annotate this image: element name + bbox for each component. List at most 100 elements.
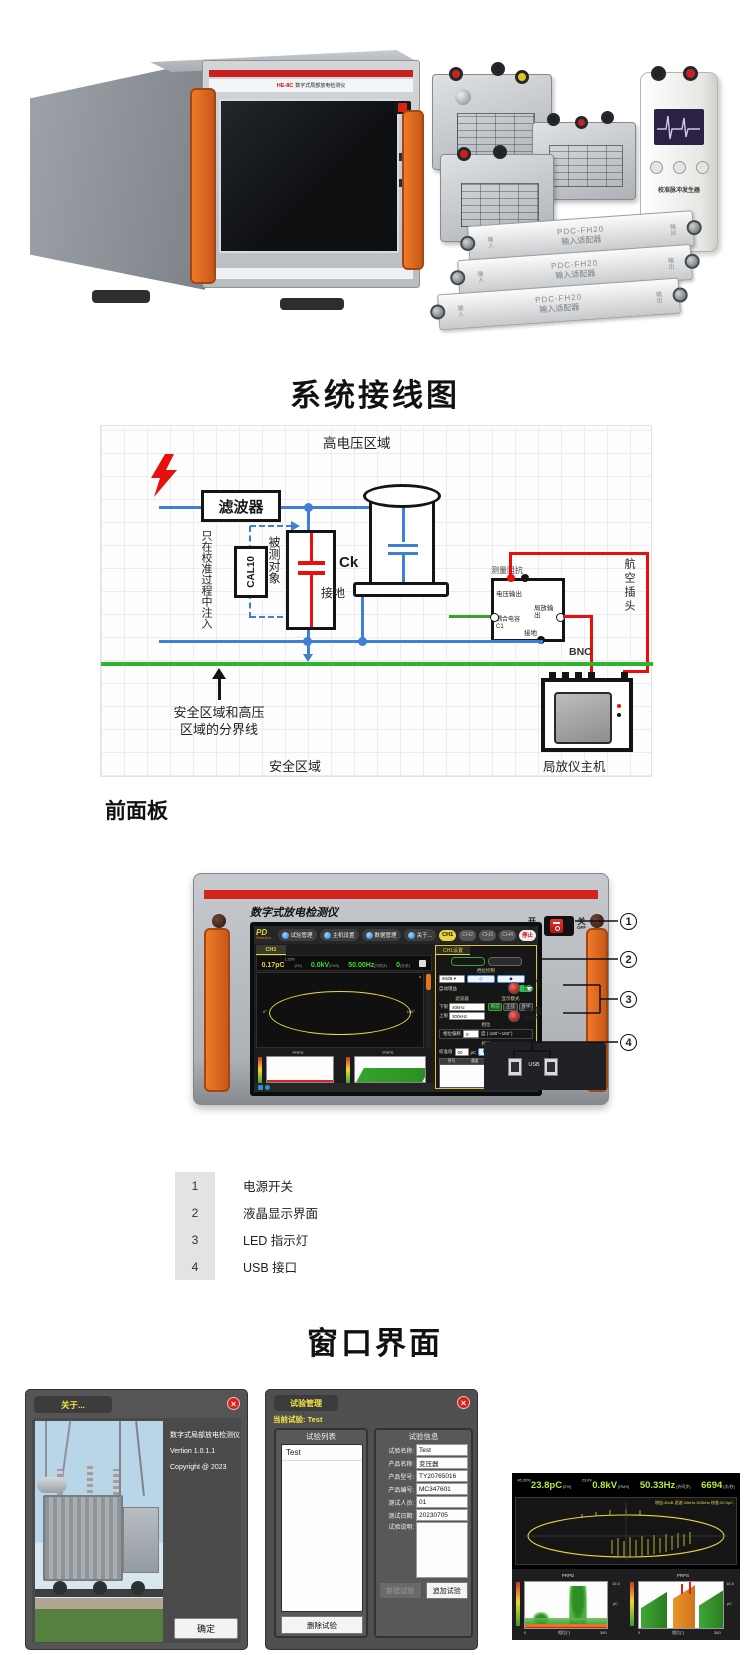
new-test-button[interactable]: 新建试验 (379, 1582, 422, 1599)
rocker-dot (555, 926, 560, 931)
mode-pill[interactable] (450, 957, 485, 966)
auto-gain-toggle[interactable] (518, 985, 533, 992)
host-box (541, 678, 633, 752)
prpd-panel: PRPD 16.0 pC 0 相位[°] 360 (516, 1573, 620, 1636)
dut-label: 被测对象 (267, 536, 281, 584)
transformer-photo (35, 1421, 163, 1642)
chart-info-text: ● (418, 975, 421, 979)
usb-port[interactable] (508, 1058, 522, 1076)
product-model-input[interactable]: TY20765016 (416, 1470, 468, 1482)
menu-host-settings[interactable]: 主机设置 (319, 929, 359, 941)
boundary-arrow-icon (212, 668, 226, 679)
colorbar (346, 1057, 350, 1085)
display-mode-ellipse[interactable]: 椭圆 (488, 1003, 503, 1011)
close-icon[interactable]: × (227, 1397, 240, 1410)
port-red-dot (507, 574, 515, 582)
settings-tab[interactable]: CH1设置 (436, 946, 470, 955)
gain-select[interactable]: 60dB ▾ (439, 975, 465, 983)
power-switch[interactable] (544, 916, 574, 936)
kv-tag: [RMS] (618, 1484, 630, 1489)
measure-kv: 23.8V0.8kV[RMS] (582, 1475, 629, 1493)
phase-mark: 180° (406, 1009, 415, 1014)
usb-port[interactable] (544, 1058, 558, 1076)
tester-input[interactable]: 01 (416, 1496, 468, 1508)
measure-screenshot: 45.26%23.8pC[2%] 23.8V0.8kV[RMS] 50.33Hz… (512, 1473, 740, 1640)
test-desc-input[interactable] (416, 1522, 468, 1578)
bushing (87, 1463, 93, 1493)
chart-info-text: 增益:40dB 滤波:40kHz-300kHz 校准:50.3pC (654, 1500, 733, 1505)
chart-scrollbar[interactable] (426, 972, 431, 1048)
wire (159, 640, 543, 643)
wire (623, 670, 649, 673)
ok-button[interactable]: 确定 (174, 1618, 238, 1639)
host-screen (554, 692, 612, 744)
gain-up-button[interactable]: ◇ (467, 975, 495, 983)
ch-tab[interactable]: CH1 (256, 945, 286, 955)
yunit-label: pC (726, 1601, 732, 1606)
rocker-dash (553, 922, 560, 924)
terminal-red (683, 66, 698, 81)
test-name-input[interactable]: Test (416, 1444, 468, 1456)
voltage-out-label: 电压输出 (496, 591, 522, 598)
calibrator-name: 校准脉冲发生器 (657, 188, 700, 194)
table-header-cell: 通道 (463, 1059, 486, 1064)
mode-pill[interactable] (487, 957, 522, 966)
delete-test-button[interactable]: 删除试验 (281, 1616, 363, 1634)
scroll-thumb[interactable] (426, 974, 431, 990)
cal-input[interactable]: 50 (454, 1048, 469, 1056)
fault-led (508, 1010, 520, 1022)
bnc-connector (449, 269, 466, 286)
channel-ch2[interactable]: CH2 (459, 929, 477, 941)
spec-table (549, 145, 623, 187)
hz-value: 50.00Hz (348, 962, 375, 969)
phase-mark: 0° (263, 1009, 267, 1014)
legend: 1 电源开关 2 液晶显示界面 3 LED 指示灯 4 USB 接口 (175, 1172, 475, 1280)
channel-ch3[interactable]: CH3 (479, 929, 497, 941)
about-dialog: 关于... × 数字式局部放电检测仪 Ve (25, 1389, 248, 1650)
append-test-button[interactable]: 追加试验 (425, 1582, 468, 1599)
cal-unit: pC (470, 1049, 477, 1055)
wire (563, 615, 593, 618)
save-icon[interactable] (419, 959, 427, 967)
handle-left (190, 88, 216, 284)
terminal-black (493, 145, 507, 159)
speaker-icon (265, 1085, 270, 1090)
high-select[interactable]: 300kHz (449, 1012, 485, 1020)
stop-button[interactable]: 停止 (519, 929, 536, 941)
test-list[interactable]: Test (281, 1444, 363, 1612)
display-mode-line[interactable]: 直线 (518, 1003, 533, 1011)
cap-lead (310, 575, 313, 627)
channel-ch4[interactable]: CH4 (499, 929, 517, 941)
cnt-value: 0 (396, 962, 401, 969)
about-text: 数字式局部放电检测仪 Vertion 1.0.1.1 Copyright @ 2… (170, 1428, 240, 1476)
menu-data-mgmt[interactable]: 数据管理 (361, 929, 401, 941)
section-title-wiring: 系统接线图 (290, 378, 460, 413)
run-en: RUN (524, 986, 534, 992)
phase-unit: 度 (-180°~180°) (481, 1031, 513, 1036)
product-name-input[interactable]: 变压器 (416, 1457, 468, 1469)
test-date-input[interactable]: 20230705 (416, 1509, 468, 1521)
field-row: 产品型号: TY20765016 (379, 1470, 468, 1482)
pulse-waveform (657, 115, 700, 140)
wire (646, 552, 649, 672)
bushing (113, 1469, 119, 1495)
low-select[interactable]: 40kHz (449, 1003, 485, 1011)
xlabel: 相位[°] (558, 1630, 570, 1635)
phase-input[interactable]: 0 (463, 1030, 479, 1038)
menu-label: 关于... (416, 933, 433, 939)
test-mgmt-tab-label: 试验管理 (290, 1398, 322, 1408)
menu-test-mgmt[interactable]: 试验管理 (277, 929, 317, 941)
product-no-input[interactable]: MC347601 (416, 1483, 468, 1495)
pc-sup: 1.32% (284, 957, 295, 962)
run-label: 运行 RUN (524, 979, 543, 992)
channel-ch1[interactable]: CH1 (439, 929, 457, 941)
section-phase: 相位 (481, 1022, 491, 1027)
foot (280, 298, 344, 310)
test-list-item[interactable]: Test (282, 1445, 362, 1461)
close-icon[interactable]: × (457, 1396, 470, 1409)
low-label: 下限 (439, 1004, 448, 1009)
menu-about[interactable]: 关于... (403, 929, 437, 941)
legend-num: 4 (191, 1259, 199, 1274)
section-title-front-panel: 前面板 (105, 800, 168, 823)
reading-count: 0[次/秒] (396, 954, 410, 972)
